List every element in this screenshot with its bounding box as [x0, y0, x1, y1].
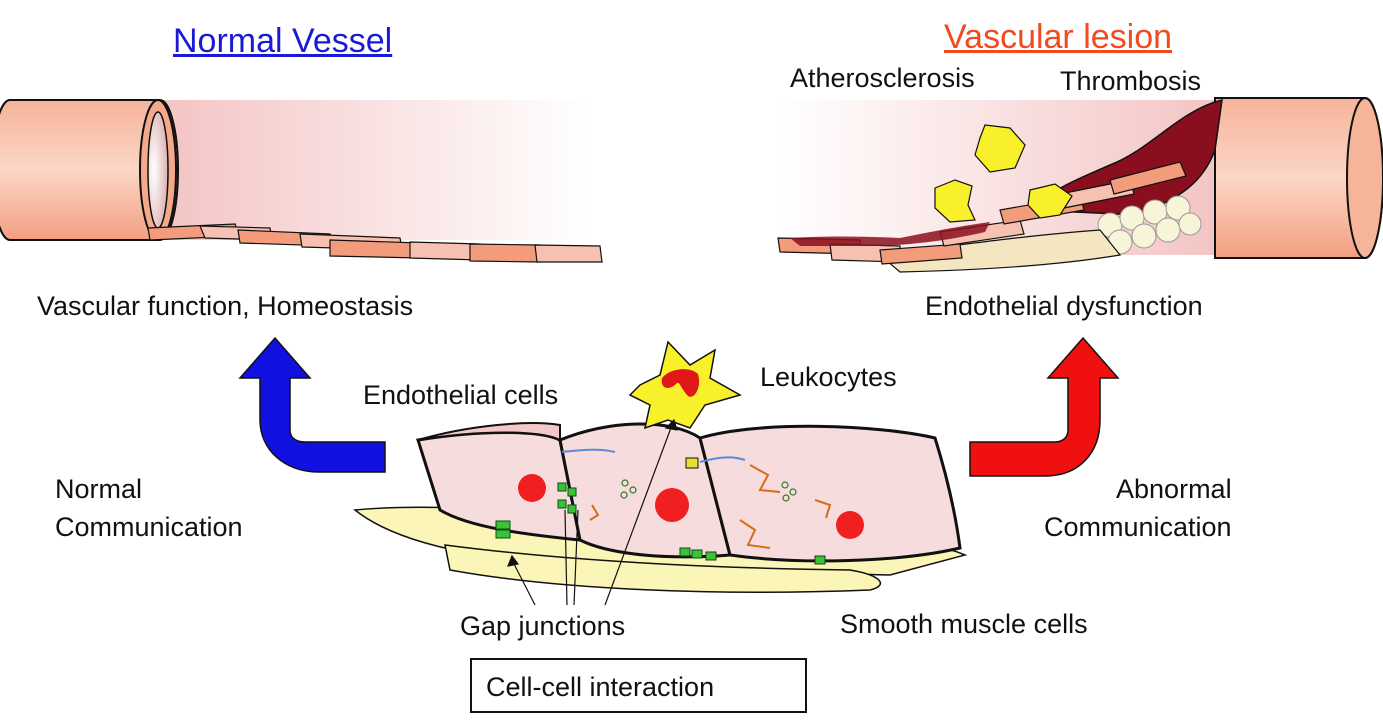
title-vascular-lesion: Vascular lesion [944, 18, 1173, 56]
label-abnormal-communication: Abnormal Communication [1044, 470, 1232, 546]
label-vascular-function: Vascular function, Homeostasis [37, 291, 414, 321]
label-thrombosis: Thrombosis [1060, 66, 1202, 96]
cell-layer-diagram [353, 407, 968, 593]
label-gap-junctions: Gap junctions [460, 611, 626, 641]
label-leukocytes: Leukocytes [760, 362, 897, 392]
label-endothelial-cells: Endothelial cells [363, 380, 559, 410]
label-atherosclerosis: Atherosclerosis [790, 63, 975, 93]
label-cell-cell-interaction: Cell-cell interaction [486, 672, 715, 702]
platelets [934, 124, 1073, 223]
cell-cell-interaction-box: Cell-cell interaction [470, 658, 807, 713]
nucleus [836, 511, 864, 539]
lesion-vessel [777, 97, 1383, 273]
abnormal-arrow [969, 336, 1120, 477]
label-smooth-muscle-cells: Smooth muscle cells [840, 609, 1088, 639]
label-endothelial-dysfunction: Endothelial dysfunction [925, 291, 1203, 321]
normal-vessel [0, 99, 603, 263]
leukocyte [628, 340, 742, 430]
normal-comm-line2: Communication [55, 512, 243, 542]
endothelial-cell-3 [698, 424, 962, 563]
normal-comm-line1: Normal [55, 474, 143, 504]
gap-junction-pointers [507, 418, 678, 606]
abnormal-comm-line1: Abnormal [1116, 474, 1232, 504]
label-normal-communication: Normal Communication [55, 470, 243, 546]
abnormal-comm-line2: Communication [1044, 512, 1232, 542]
normal-arrow [238, 336, 386, 473]
title-normal-vessel: Normal Vessel [173, 22, 393, 60]
nucleus [518, 474, 546, 502]
normal-vessel-lumen [160, 100, 590, 240]
nucleus [655, 488, 689, 522]
thrombus [1028, 99, 1223, 216]
normal-endothelium [147, 223, 603, 263]
